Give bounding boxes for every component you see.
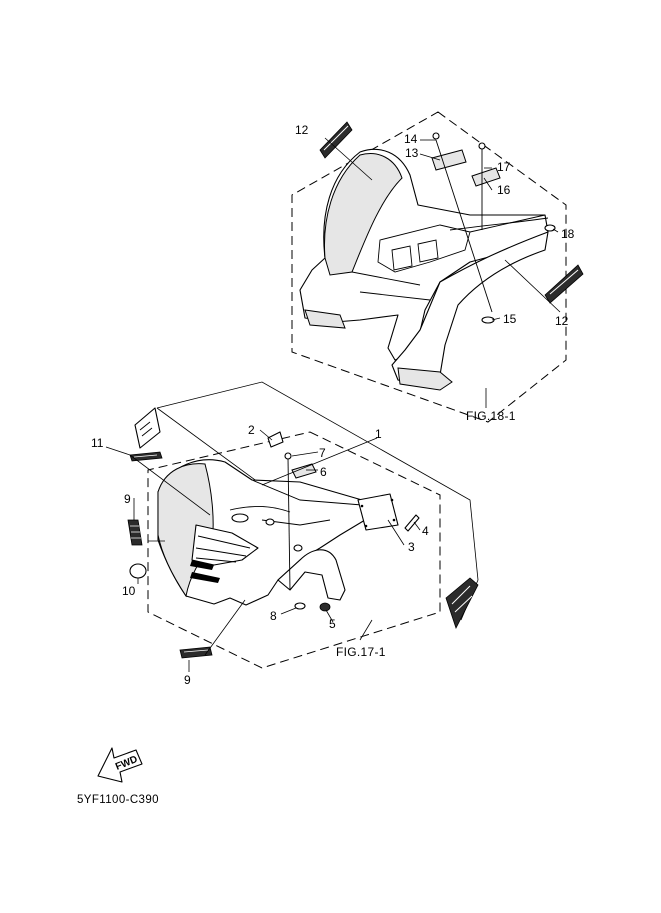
rear-storage-box <box>377 224 471 273</box>
callout-2: 2 <box>248 423 255 437</box>
front-right-fender <box>277 549 346 601</box>
callout-9b: 9 <box>184 673 191 687</box>
plate-3 <box>357 493 399 531</box>
callout-10: 10 <box>122 584 136 598</box>
emblem-decal-11 <box>129 451 163 462</box>
grommet-15 <box>481 316 495 324</box>
rear-left-panel <box>324 153 403 276</box>
rod-14-head <box>432 132 440 140</box>
pad-13 <box>431 149 467 171</box>
callout-13: 13 <box>405 146 419 160</box>
screw-4 <box>404 514 420 532</box>
rod-7 <box>287 457 291 591</box>
rear-left-mudflap <box>304 309 346 329</box>
callout-8: 8 <box>270 609 277 623</box>
callout-12a: 12 <box>295 123 309 137</box>
cover-2 <box>267 431 284 448</box>
pad-6 <box>291 463 317 479</box>
diagram-code: 5YF1100-C390 <box>77 794 159 806</box>
callout-9a: 9 <box>124 492 131 506</box>
fig-ref-front: FIG.17-1 <box>336 645 386 659</box>
headlight-grille <box>190 524 259 583</box>
front-fender-assembly <box>105 381 479 672</box>
emblem-decal-1-right <box>445 577 479 630</box>
callout-18: 18 <box>561 227 575 241</box>
grommet-8 <box>294 602 306 610</box>
callout-3: 3 <box>408 540 415 554</box>
front-group-outline <box>147 431 441 669</box>
clip-18 <box>544 224 556 232</box>
callout-labels: 12 14 13 17 16 18 15 12 FIG.18-1 1 2 11 … <box>77 123 575 806</box>
callout-17: 17 <box>497 160 511 174</box>
callout-6: 6 <box>320 465 327 479</box>
emblem-decal-9-bottom <box>179 646 213 659</box>
cap-10 <box>129 563 147 579</box>
callout-12b: 12 <box>555 314 569 328</box>
callout-14: 14 <box>404 132 418 146</box>
callout-5: 5 <box>329 617 336 631</box>
fig-ref-rear: FIG.18-1 <box>466 409 516 423</box>
callout-11: 11 <box>91 436 104 450</box>
emblem-decal-9-side <box>127 519 143 546</box>
callout-7: 7 <box>319 446 326 460</box>
callout-15: 15 <box>503 312 517 326</box>
rod-17-head <box>478 142 486 150</box>
bracket-decal-top <box>134 407 161 449</box>
nut-5 <box>319 602 331 612</box>
emblem-decal-12-right <box>544 264 584 304</box>
emblem-decal-12-left <box>319 121 353 159</box>
pad-16 <box>471 167 501 187</box>
callout-1: 1 <box>375 427 382 441</box>
fwd-arrow-icon: FWD <box>97 747 143 783</box>
rear-mudflap <box>397 367 453 391</box>
rear-fender-assembly <box>291 111 584 423</box>
callout-4: 4 <box>422 524 429 538</box>
rear-group-outline <box>291 111 567 423</box>
callout-16: 16 <box>497 183 511 197</box>
rod-14 <box>435 139 493 313</box>
